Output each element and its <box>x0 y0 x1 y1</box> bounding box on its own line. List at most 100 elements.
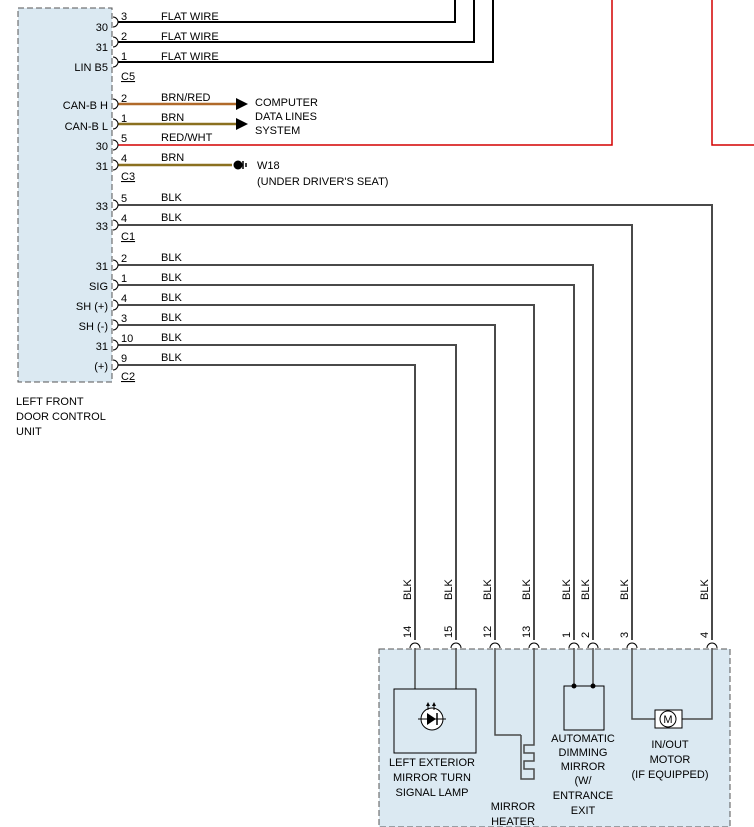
dcu-name-label: LEFT FRONT <box>16 396 84 408</box>
ground-label: W18 <box>257 160 280 172</box>
wire-color-label: BRN/RED <box>161 92 211 104</box>
dcu-pin-hooks <box>112 16 119 371</box>
wire-color-label: BLK <box>161 272 182 284</box>
dcu-pin-number: 5 <box>121 193 127 205</box>
dcu-func-label: 31 <box>96 261 108 273</box>
dcu-pin-number: 5 <box>121 133 127 145</box>
dcu-pin-number: 2 <box>121 93 127 105</box>
wire-sig-c2-1 <box>118 284 575 640</box>
turn-lamp-label: SIGNAL LAMP <box>396 787 469 799</box>
vertical-wire-color: BLK <box>580 579 592 600</box>
wire-shm-c2-3 <box>118 324 496 640</box>
dcu-name-label: UNIT <box>16 426 42 438</box>
wire-color-label: FLAT WIRE <box>161 31 219 43</box>
dcu-func-label: SH (-) <box>79 321 108 333</box>
mirror-pin-number: 12 <box>482 626 494 638</box>
computer-data-lines-label: SYSTEM <box>255 125 300 137</box>
dcu-pin-number: 1 <box>121 273 127 285</box>
connector-id: C1 <box>121 231 135 243</box>
wire-color-label: BRN <box>161 152 184 164</box>
dimming-mirror-label: EXIT <box>571 805 596 817</box>
dcu-pin-number: 4 <box>121 293 127 305</box>
dcu-func-label: CAN-B L <box>65 121 108 133</box>
dcu-func-label: (+) <box>94 361 108 373</box>
wire-plus-c2-9 <box>118 364 416 640</box>
wire-color-label: BLK <box>161 292 182 304</box>
mirror-pin-number: 1 <box>561 632 573 638</box>
dcu-pin-number: 1 <box>121 51 127 63</box>
dcu-pin-number: 4 <box>121 213 127 225</box>
dimming-mirror-box <box>563 685 605 731</box>
dcu-pin-number: 3 <box>121 11 127 23</box>
dcu-func-label: 33 <box>96 201 108 213</box>
wire-33-c1-4 <box>118 224 633 640</box>
dcu-func-label: 31 <box>96 161 108 173</box>
dcu-func-label: CAN-B H <box>63 100 108 112</box>
wire-color-label: FLAT WIRE <box>161 51 219 63</box>
mirror-pin-number: 3 <box>619 632 631 638</box>
wire-33-c1-5 <box>118 204 713 640</box>
can-l-arrow <box>236 118 248 130</box>
vertical-wire-color: BLK <box>699 579 711 600</box>
vertical-wire-color: BLK <box>619 579 631 600</box>
dcu-pin-number: 4 <box>121 153 127 165</box>
wire-31-c2-2 <box>118 264 594 640</box>
turn-lamp-label: LEFT EXTERIOR <box>389 757 475 769</box>
dimming-mirror-label: DIMMING <box>559 747 608 759</box>
vertical-wire-color: BLK <box>402 579 414 600</box>
dcu-pin-number: 9 <box>121 353 127 365</box>
ground-location-label: (UNDER DRIVER'S SEAT) <box>257 176 388 188</box>
dimming-mirror-label: ENTRANCE <box>553 790 614 802</box>
heater-label: MIRROR <box>491 801 536 813</box>
connector-id: C3 <box>121 171 135 183</box>
can-h-arrow <box>236 98 248 110</box>
motor-symbol-label: M <box>663 714 672 726</box>
vertical-wire-color: BLK <box>482 579 494 600</box>
dimming-mirror-label: MIRROR <box>561 761 606 773</box>
door-control-unit-box <box>17 7 113 383</box>
dcu-pin-number: 2 <box>121 31 127 43</box>
dcu-func-label: SH (+) <box>76 301 108 313</box>
heater-label: HEATER <box>491 816 535 827</box>
flat-wire-30 <box>118 0 456 23</box>
dcu-pin-number: 3 <box>121 313 127 325</box>
connector-id: C2 <box>121 371 135 383</box>
dcu-func-label: 30 <box>96 141 108 153</box>
dcu-pin-number: 1 <box>121 113 127 125</box>
wire-color-label: BRN <box>161 112 184 124</box>
wire-color-label: BLK <box>161 192 182 204</box>
dcu-func-label: LIN B5 <box>74 62 108 74</box>
dimming-mirror-label: (W/ <box>574 775 592 787</box>
wire-shp-c2-4 <box>118 304 535 640</box>
mirror-pin-number: 15 <box>443 626 455 638</box>
connector-id: C5 <box>121 71 135 83</box>
dcu-func-label: SIG <box>89 281 108 293</box>
mirror-pin-hooks <box>409 642 718 649</box>
mirror-pin-number: 4 <box>699 632 711 638</box>
power-wire-right <box>711 0 754 146</box>
motor-label: IN/OUT <box>651 739 689 751</box>
dcu-name-label: DOOR CONTROL <box>16 411 106 423</box>
wire-31-c2-10 <box>118 344 457 640</box>
dimming-mirror-label: AUTOMATIC <box>551 733 615 745</box>
wire-color-label: BLK <box>161 312 182 324</box>
computer-data-lines-label: COMPUTER <box>255 97 318 109</box>
dcu-func-label: 31 <box>96 341 108 353</box>
flat-wire-31 <box>118 0 475 43</box>
vertical-wire-color: BLK <box>521 579 533 600</box>
dcu-pin-number: 2 <box>121 253 127 265</box>
blk-wires <box>118 204 713 640</box>
ground-icon <box>233 160 243 170</box>
heater-element-icon <box>520 735 535 780</box>
mirror-pin-number: 13 <box>521 626 533 638</box>
wire-color-label: BLK <box>161 352 182 364</box>
dcu-pin-number: 10 <box>121 333 133 345</box>
wire-color-label: FLAT WIRE <box>161 11 219 23</box>
power-wire-30 <box>118 0 613 146</box>
wire-color-label: BLK <box>161 212 182 224</box>
vertical-wire-color: BLK <box>561 579 573 600</box>
dcu-func-label: 31 <box>96 42 108 54</box>
flat-wire-lin <box>118 0 494 63</box>
turn-lamp-label: MIRROR TURN <box>393 772 471 784</box>
